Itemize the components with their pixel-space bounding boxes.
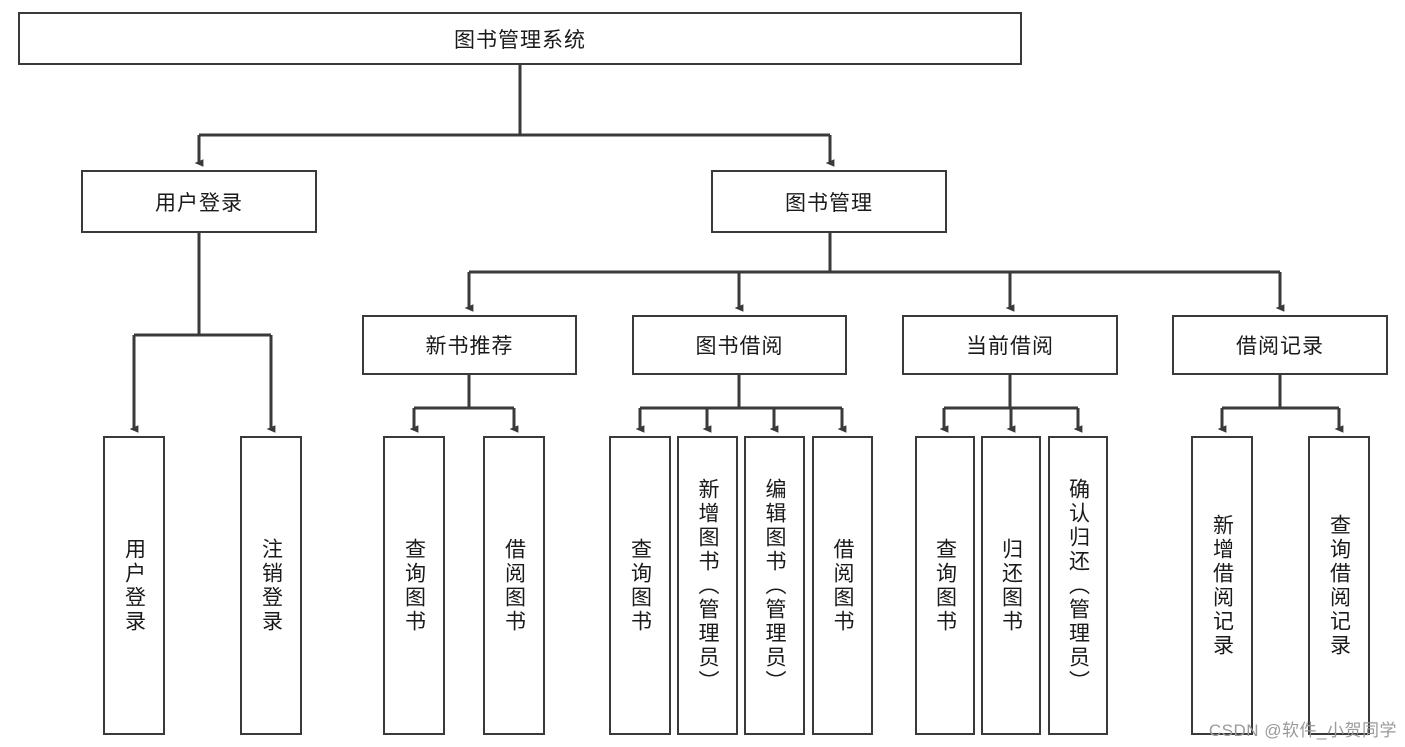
node-leaf-query-book-2[interactable]: 查询图书 xyxy=(609,436,671,735)
node-root-label: 图书管理系统 xyxy=(454,28,586,52)
node-root[interactable]: 图书管理系统 xyxy=(18,12,1022,65)
node-book-manage[interactable]: 图书管理 xyxy=(711,170,947,233)
node-leaf-edit-book-label: 编辑图书（管理员） xyxy=(763,477,786,694)
node-leaf-add-book[interactable]: 新增图书（管理员） xyxy=(677,436,738,735)
node-borrow-record-label: 借阅记录 xyxy=(1236,335,1324,358)
node-leaf-query-book-1-label: 查询图书 xyxy=(402,537,426,634)
node-book-manage-label: 图书管理 xyxy=(785,191,873,215)
watermark: CSDN @软件_小贺同学 xyxy=(1208,721,1397,740)
node-leaf-borrow-book-1-label: 借阅图书 xyxy=(502,537,526,634)
node-leaf-query-record[interactable]: 查询借阅记录 xyxy=(1308,436,1370,735)
node-leaf-query-book-3[interactable]: 查询图书 xyxy=(915,436,975,735)
node-borrow-record[interactable]: 借阅记录 xyxy=(1172,315,1388,375)
node-leaf-add-record-label: 新增借阅记录 xyxy=(1210,513,1234,658)
node-current-borrow[interactable]: 当前借阅 xyxy=(902,315,1118,375)
node-leaf-return-book[interactable]: 归还图书 xyxy=(981,436,1041,735)
node-leaf-query-book-1[interactable]: 查询图书 xyxy=(383,436,445,735)
node-leaf-borrow-book-1[interactable]: 借阅图书 xyxy=(483,436,545,735)
node-leaf-logout-label: 注销登录 xyxy=(259,537,283,634)
node-leaf-return-book-label: 归还图书 xyxy=(999,537,1023,634)
node-leaf-user-login[interactable]: 用户登录 xyxy=(103,436,165,735)
node-leaf-add-record[interactable]: 新增借阅记录 xyxy=(1191,436,1253,735)
node-new-book-rec[interactable]: 新书推荐 xyxy=(362,315,577,375)
node-leaf-add-book-label: 新增图书（管理员） xyxy=(696,477,719,694)
node-user-login[interactable]: 用户登录 xyxy=(81,170,317,233)
node-book-borrow[interactable]: 图书借阅 xyxy=(632,315,847,375)
node-leaf-query-record-label: 查询借阅记录 xyxy=(1327,513,1351,658)
node-leaf-borrow-book-2[interactable]: 借阅图书 xyxy=(812,436,873,735)
node-leaf-confirm-return[interactable]: 确认归还（管理员） xyxy=(1048,436,1108,735)
node-leaf-borrow-book-2-label: 借阅图书 xyxy=(831,537,854,634)
node-leaf-edit-book[interactable]: 编辑图书（管理员） xyxy=(744,436,805,735)
node-leaf-confirm-return-label: 确认归还（管理员） xyxy=(1066,477,1090,694)
node-current-borrow-label: 当前借阅 xyxy=(966,335,1054,358)
node-leaf-user-login-label: 用户登录 xyxy=(122,537,146,634)
node-new-book-rec-label: 新书推荐 xyxy=(425,335,514,358)
node-leaf-query-book-3-label: 查询图书 xyxy=(933,537,957,634)
node-book-borrow-label: 图书借阅 xyxy=(695,335,784,358)
node-user-login-label: 用户登录 xyxy=(155,191,243,215)
node-leaf-query-book-2-label: 查询图书 xyxy=(628,537,652,634)
node-leaf-logout[interactable]: 注销登录 xyxy=(240,436,302,735)
